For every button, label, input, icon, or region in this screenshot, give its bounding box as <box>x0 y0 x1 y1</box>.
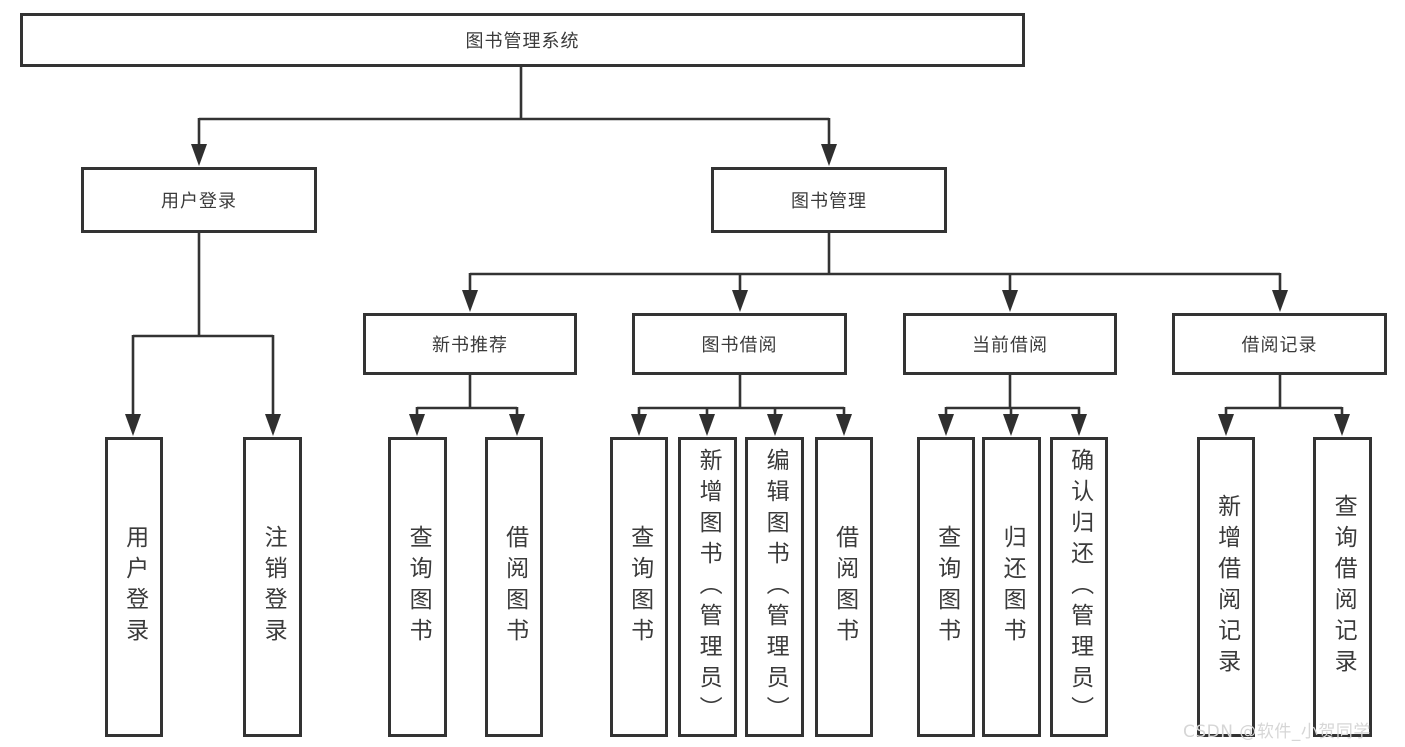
node-leaf-add-books-admin-label: 新增图书（管理员） <box>695 447 722 727</box>
node-leaf-return-books-label: 归还图书 <box>999 525 1026 649</box>
node-leaf-user-login: 用户登录 <box>105 437 163 737</box>
arrowheads <box>125 144 1350 436</box>
node-leaf-borrow-books-1: 借阅图书 <box>485 437 543 737</box>
node-new-book-recommend-label: 新书推荐 <box>432 335 508 356</box>
node-book-borrowing-label: 图书借阅 <box>701 335 778 356</box>
arrow-to-leaf-3 <box>509 414 525 436</box>
node-leaf-query-books-3-label: 查询图书 <box>933 525 960 649</box>
node-leaf-edit-books-admin: 编辑图书（管理员） <box>745 437 804 737</box>
node-leaf-user-login-label: 用户登录 <box>121 525 148 649</box>
arrow-to-leaf-2 <box>409 414 425 436</box>
node-leaf-add-books-admin: 新增图书（管理员） <box>678 437 737 737</box>
node-book-management-label: 图书管理 <box>791 191 867 212</box>
node-leaf-borrow-books-1-label: 借阅图书 <box>501 525 528 649</box>
node-root-system: 图书管理系统 <box>20 13 1025 67</box>
csdn-watermark: CSDN @软件_小贺同学 <box>1183 722 1371 742</box>
node-leaf-query-books-1-label: 查询图书 <box>405 525 432 649</box>
node-leaf-query-books-3: 查询图书 <box>917 437 975 737</box>
node-current-borrowing-label: 当前借阅 <box>972 335 1048 356</box>
node-leaf-confirm-return-admin-label: 确认归还（管理员） <box>1066 447 1093 727</box>
node-book-management: 图书管理 <box>711 167 947 233</box>
arrow-to-book-borrow <box>732 290 748 312</box>
node-borrowing-records-label: 借阅记录 <box>1241 335 1318 356</box>
node-leaf-query-borrow-record-label: 查询借阅记录 <box>1330 494 1357 680</box>
arrow-to-leaf-9 <box>1003 414 1019 436</box>
arrow-to-leaf-12 <box>1334 414 1350 436</box>
arrow-to-leaf-10 <box>1071 414 1087 436</box>
node-leaf-add-borrow-record-label: 新增借阅记录 <box>1213 494 1240 680</box>
node-current-borrowing: 当前借阅 <box>903 313 1117 375</box>
arrow-to-leaf-1 <box>265 414 281 436</box>
arrow-to-leaf-8 <box>938 414 954 436</box>
arrow-to-leaf-11 <box>1218 414 1234 436</box>
node-leaf-query-books-2: 查询图书 <box>610 437 668 737</box>
node-user-login-label: 用户登录 <box>161 191 237 212</box>
arrow-to-leaf-7 <box>836 414 852 436</box>
node-leaf-borrow-books-2-label: 借阅图书 <box>831 525 858 649</box>
node-leaf-logout-label: 注销登录 <box>260 525 287 649</box>
node-leaf-query-books-1: 查询图书 <box>388 437 447 737</box>
arrow-to-leaf-6 <box>767 414 783 436</box>
node-leaf-edit-books-admin-label: 编辑图书（管理员） <box>762 447 789 727</box>
node-user-login: 用户登录 <box>81 167 317 233</box>
arrow-to-book-mgmt <box>821 144 837 166</box>
node-new-book-recommend: 新书推荐 <box>363 313 577 375</box>
arrow-to-leaf-4 <box>631 414 647 436</box>
node-book-borrowing: 图书借阅 <box>632 313 847 375</box>
node-leaf-borrow-books-2: 借阅图书 <box>815 437 873 737</box>
arrow-to-new-books <box>462 290 478 312</box>
arrow-to-borrow-records <box>1272 290 1288 312</box>
arrow-to-current-borrow <box>1002 290 1018 312</box>
node-leaf-logout: 注销登录 <box>243 437 302 737</box>
node-borrowing-records: 借阅记录 <box>1172 313 1387 375</box>
node-leaf-return-books: 归还图书 <box>982 437 1041 737</box>
node-leaf-add-borrow-record: 新增借阅记录 <box>1197 437 1255 737</box>
node-leaf-query-borrow-record: 查询借阅记录 <box>1313 437 1372 737</box>
node-leaf-confirm-return-admin: 确认归还（管理员） <box>1050 437 1108 737</box>
node-leaf-query-books-2-label: 查询图书 <box>626 525 653 649</box>
arrow-to-leaf-0 <box>125 414 141 436</box>
arrow-to-leaf-5 <box>699 414 715 436</box>
arrow-to-user-login <box>191 144 207 166</box>
node-root-label: 图书管理系统 <box>465 31 580 52</box>
